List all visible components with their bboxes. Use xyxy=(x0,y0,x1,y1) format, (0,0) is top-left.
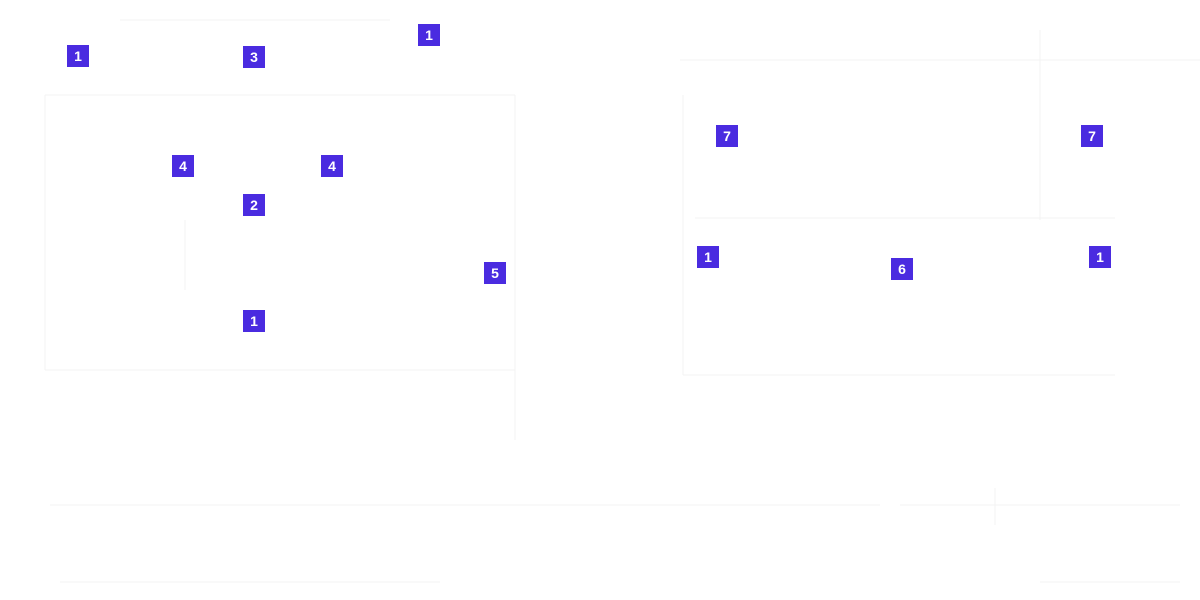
marker-badge: 1 xyxy=(418,24,440,46)
marker-badge: 1 xyxy=(697,246,719,268)
marker-badge: 1 xyxy=(1089,246,1111,268)
marker-badge: 4 xyxy=(321,155,343,177)
marker-badge: 1 xyxy=(243,310,265,332)
marker-badge: 4 xyxy=(172,155,194,177)
marker-badge: 7 xyxy=(1081,125,1103,147)
marker-badge: 6 xyxy=(891,258,913,280)
marker-badge: 7 xyxy=(716,125,738,147)
marker-badge: 5 xyxy=(484,262,506,284)
marker-badge: 1 xyxy=(67,45,89,67)
marker-badge: 2 xyxy=(243,194,265,216)
marker-badge: 3 xyxy=(243,46,265,68)
